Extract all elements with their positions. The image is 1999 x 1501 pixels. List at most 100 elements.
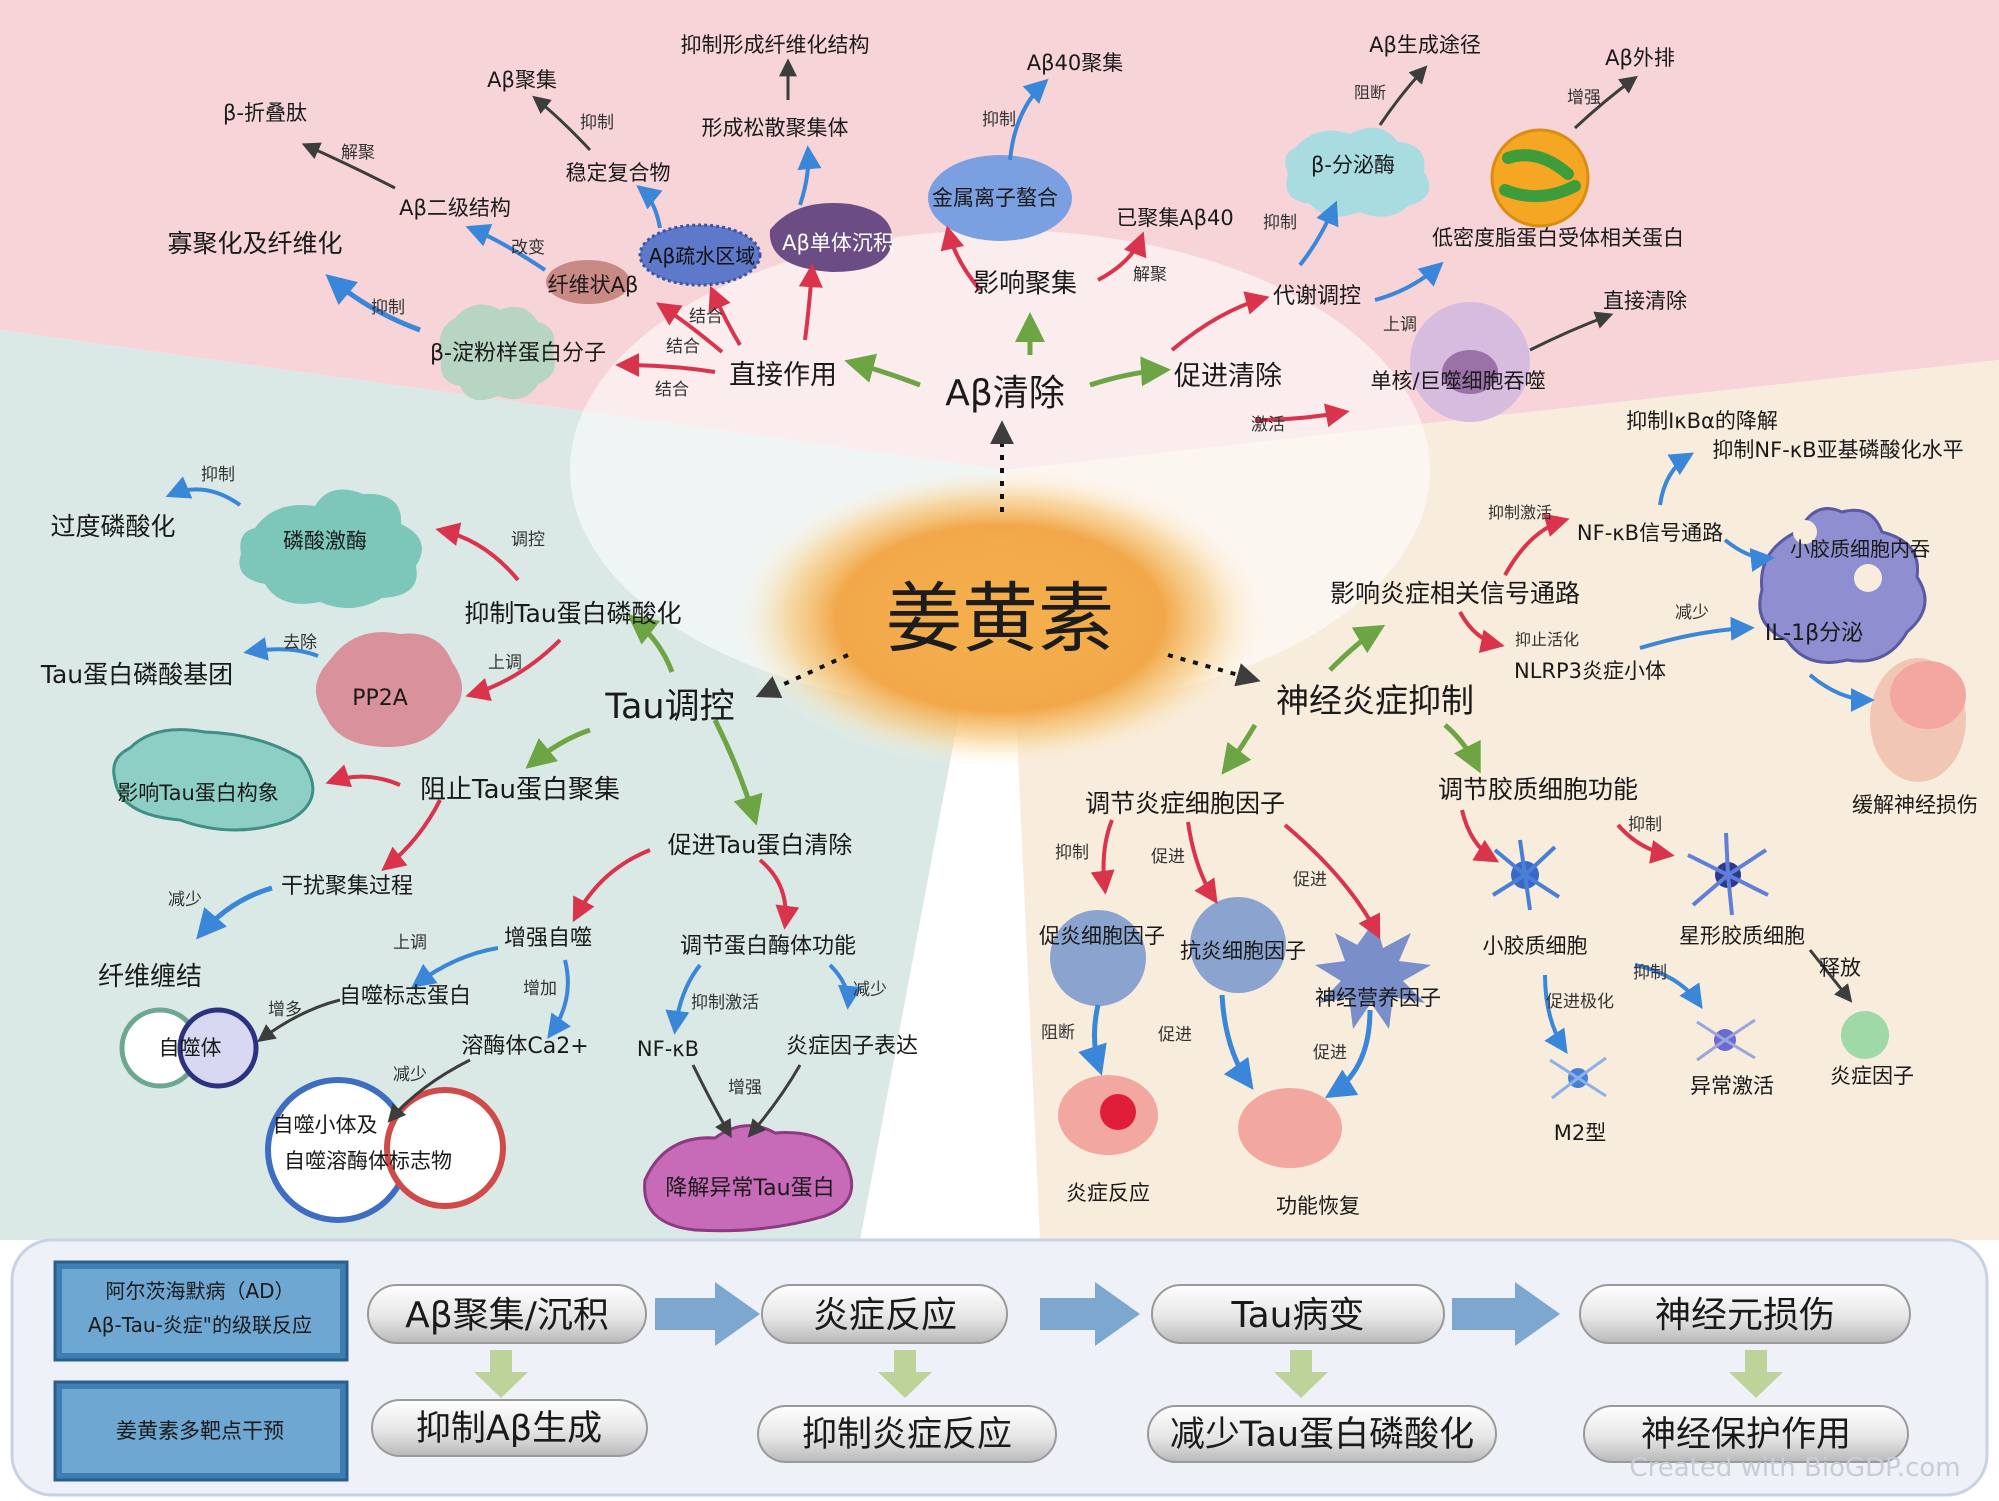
autolysosome-right (384, 1087, 506, 1209)
microglia-branches (1491, 839, 1561, 911)
cascade-panel: 阿尔茨海默病（AD） Aβ-Tau-炎症"的级联反应 姜黄素多靶点干预 Aβ聚集… (10, 1238, 1989, 1497)
arrow-nfkb-degrade (691, 1064, 732, 1139)
lbl-polarize: 促进极化 (1546, 992, 1614, 1012)
lbl-neuro-inhibit-2: 抑制 (1628, 815, 1662, 835)
secondary-structure-label: Aβ二级结构 (399, 196, 511, 220)
promote-tau-clear-label: 促进Tau蛋白清除 (668, 831, 853, 859)
lbl-promote-4: 促进 (1313, 1043, 1347, 1063)
reg-glia-label: 调节胶质细胞功能 (1438, 775, 1638, 804)
lbl-inhibit-activation: 抑止活化 (1515, 630, 1579, 649)
proteasome-label: 调节蛋白酶体功能 (680, 934, 856, 959)
arrow-inhibit-hyperphos (165, 476, 242, 507)
signal-pathway-label: 影响炎症相关信号通路 (1330, 579, 1580, 608)
lbl-enhance: 增强 (1567, 88, 1601, 108)
inhibit-tau-phos-label: 抑制Tau蛋白磷酸化 (464, 599, 681, 628)
cascade-text-1: Aβ聚集/沉积 (405, 1295, 609, 1336)
abeta-arrows (301, 58, 1638, 428)
ab-pathway-label: Aβ生成途径 (1369, 33, 1481, 57)
interfere-label: 干扰聚集过程 (281, 874, 413, 899)
lbl-activate: 激活 (1251, 415, 1285, 435)
arrow-ikba (1658, 452, 1695, 506)
cascade-text-4: 神经元损伤 (1655, 1295, 1835, 1336)
arrow-promote-anti (1186, 821, 1218, 904)
down-arrow-4 (1729, 1350, 1783, 1398)
watermark: Created with BioGDP.com (1629, 1453, 1960, 1483)
intervention-pill-1 (371, 1399, 648, 1457)
arrow-inhibit-abnormal (1634, 963, 1703, 1009)
lbl-upreg: 上调 (1383, 315, 1417, 335)
connector-to-tau (755, 653, 849, 698)
kinase-shape (239, 489, 422, 609)
abeta-illustrations (439, 127, 1590, 422)
lbl-change: 改变 (511, 238, 545, 258)
arrow-release (1808, 949, 1853, 1003)
metal-chelation-label: 金属离子螯合 (932, 186, 1058, 210)
arrow-affect-aggregated (1097, 231, 1147, 282)
arrow-more-autophagosome (257, 998, 341, 1043)
amyloid-molecule-shape (439, 304, 555, 401)
arrow-phagocytosis (1723, 538, 1775, 572)
autolysosome-label-2: 自噬溶酶体标志物 (284, 1149, 452, 1173)
nfkb-path-label: NF-κB信号通路 (1577, 521, 1723, 545)
microglia-label: 小胶质细胞 (1483, 934, 1588, 958)
tau-conformation-shape (112, 728, 315, 832)
recovery-label: 功能恢复 (1276, 1194, 1360, 1218)
intervention-text-1: 抑制Aβ生成 (416, 1409, 602, 1449)
arrow-glia-microglia (1460, 809, 1500, 863)
neuro-illustrations (1050, 507, 1966, 1168)
lbl-more: 增多 (268, 1000, 302, 1020)
degrade-tau-shape (643, 1124, 854, 1233)
arrow-factor-degrade (747, 1064, 802, 1138)
ikba-label-1: 抑制IκBα的降解 (1626, 409, 1778, 433)
arrow-direct-hydrophobic (708, 285, 742, 347)
arrow-tau-promote (712, 718, 763, 826)
arrow-upreg-pp2a (465, 638, 562, 701)
arrow-promote-recovery-2 (1324, 1009, 1373, 1099)
arrow-promote-neurotroph (1283, 823, 1381, 940)
lbl-neuro-reduce: 减少 (1675, 603, 1709, 623)
lrp-detail (1499, 149, 1581, 203)
arrow-inhibit-pro (1090, 819, 1115, 895)
ad-cascade-line1: 阿尔茨海默病（AD） (105, 1279, 294, 1303)
abeta-clear-title: Aβ清除 (945, 373, 1065, 414)
fibrillar-abeta-label: 纤维状Aβ (548, 273, 639, 297)
stable-complex-label: 稳定复合物 (566, 161, 671, 185)
arrow-increase-ca (547, 959, 571, 1039)
recovery-brain-shape (1238, 1088, 1342, 1168)
monomer-deposit-shape (769, 203, 893, 272)
pro-cytokine-label: 促炎细胞因子 (1039, 924, 1165, 948)
affect-agg-label: 影响聚集 (973, 269, 1077, 299)
arrow-direct-molecule (615, 353, 716, 378)
lbl-promote-1: 促进 (1151, 847, 1185, 867)
neuroinflammation-title: 神经炎症抑制 (1276, 681, 1474, 720)
inflammation-hotspot (1100, 1094, 1136, 1130)
lrp-shape (1490, 128, 1590, 228)
amyloid-molecule-label: β-淀粉样蛋白分子 (430, 341, 606, 366)
reg-cytokine-label: 调节炎症细胞因子 (1085, 789, 1285, 818)
tangle-label: 纤维缠结 (98, 962, 202, 992)
promote-clear-label: 促进清除 (1174, 361, 1282, 392)
neuro-arrows (1078, 452, 1875, 1099)
arrow-inhibit-nfkb (665, 963, 702, 1035)
arrow-direct-monomer (798, 263, 823, 341)
cascade-text-3: Tau病变 (1231, 1295, 1365, 1336)
aggregated-ab40-label: 已聚集Aβ40 (1116, 206, 1234, 230)
neurotrophic-label: 神经营养因子 (1315, 986, 1441, 1010)
lbl-promote-3: 促进 (1158, 1025, 1192, 1045)
kinase-label: 磷酸激酶 (283, 529, 367, 553)
arrow-hydrophobic-stable (636, 184, 663, 229)
tau-regulation-title: Tau调控 (604, 687, 734, 727)
arrow-reduce-il1b (1639, 616, 1755, 650)
cascade-arrow-2 (1040, 1282, 1140, 1346)
autophagosome-label: 自噬体 (159, 1036, 222, 1060)
cascade-pill-1 (367, 1284, 647, 1344)
arrow-block-pathway (1378, 65, 1428, 126)
infl-factor-shape (1841, 1011, 1889, 1059)
lysosome-ca-label: 溶酶体Ca2+ (461, 1034, 588, 1059)
arrow-interfere (381, 799, 442, 871)
degrade-tau-label: 降解异常Tau蛋白 (665, 1176, 834, 1201)
oligo-label: 寡聚化及纤维化 (167, 229, 342, 258)
anti-cytokine-shape (1190, 897, 1286, 993)
ad-cascade-line2: Aβ-Tau-炎症"的级联反应 (88, 1313, 312, 1337)
intervention-label: 姜黄素多靶点干预 (116, 1419, 284, 1443)
